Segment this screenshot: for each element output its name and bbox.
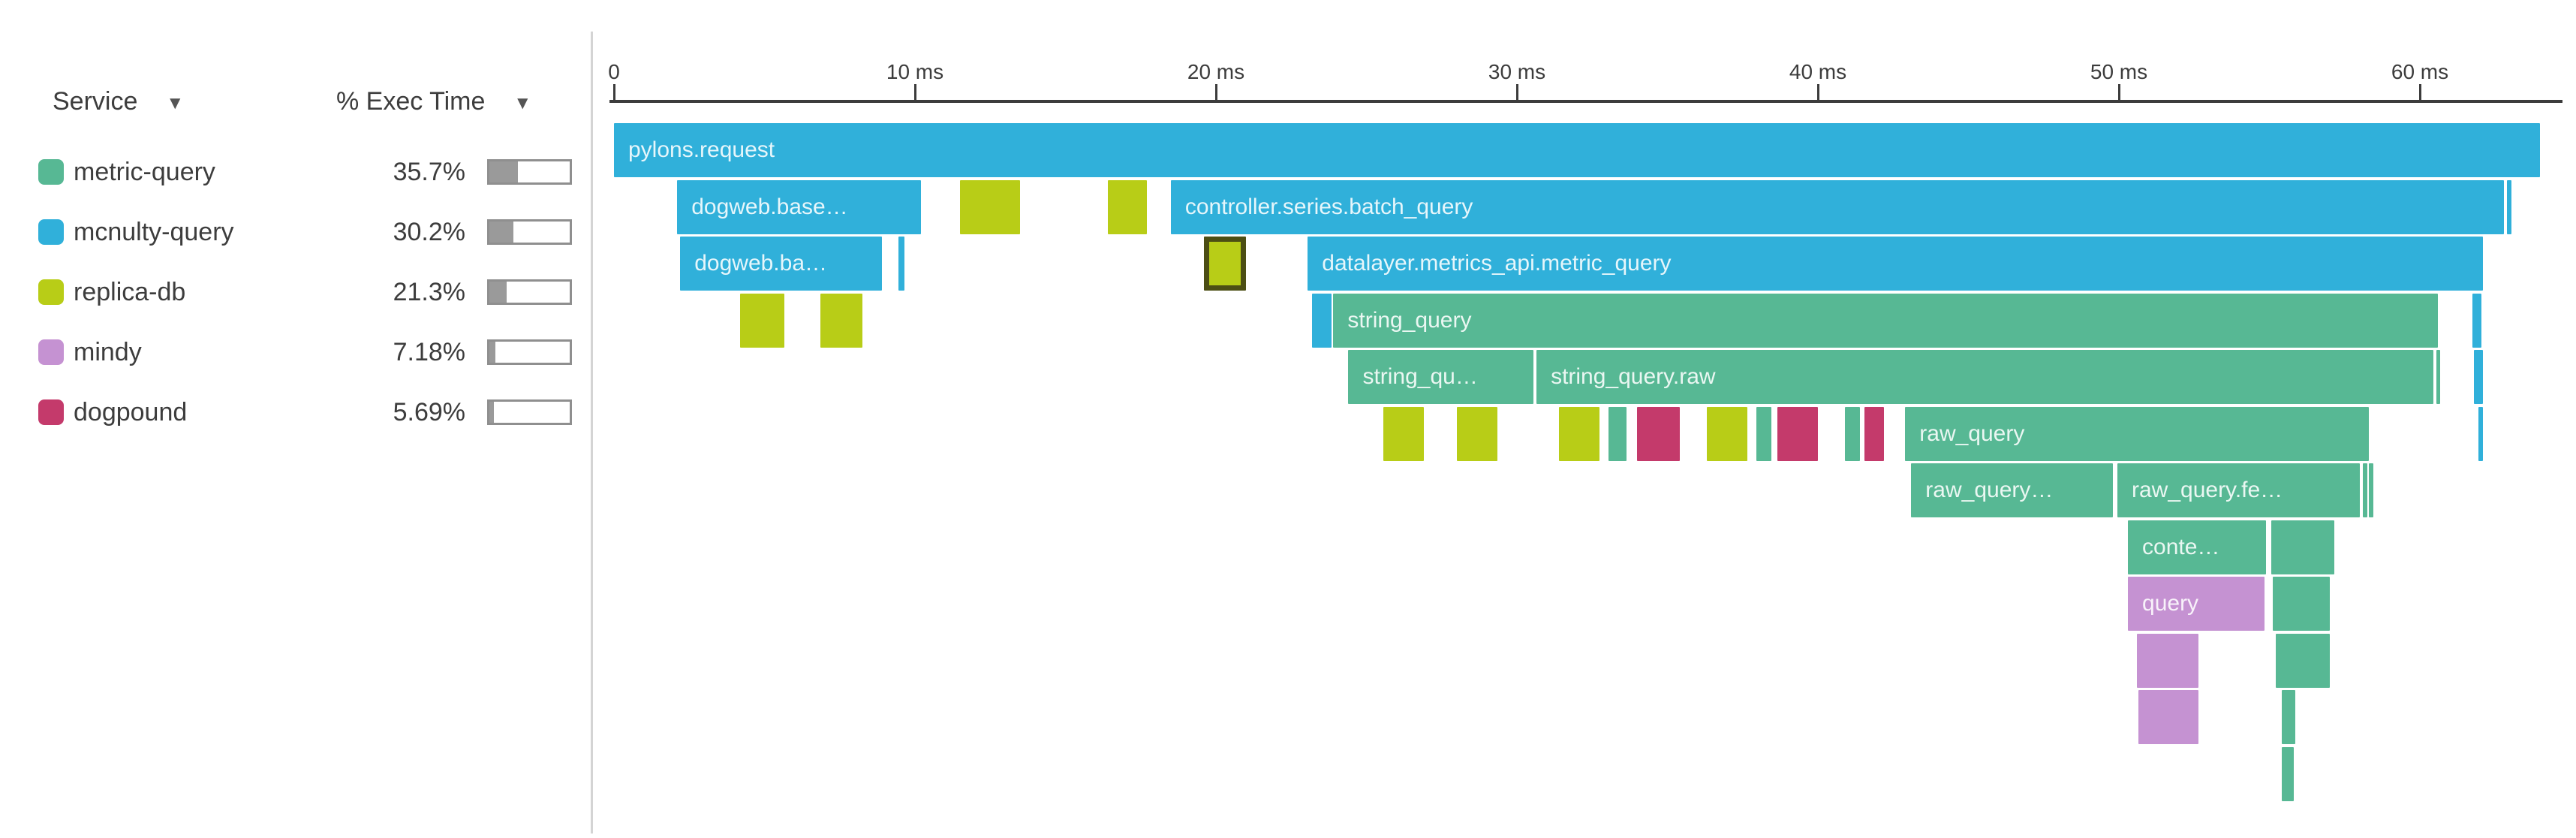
trace-span[interactable]: [1312, 293, 1332, 348]
service-column-label: Service: [53, 87, 138, 116]
exec-time-bar-fill: [489, 222, 514, 243]
trace-span[interactable]: raw_query.fe…: [2117, 463, 2360, 517]
service-name: replica-db: [74, 278, 186, 306]
trace-span[interactable]: [1777, 406, 1818, 461]
trace-span[interactable]: [1706, 406, 1747, 461]
trace-span[interactable]: [2281, 690, 2295, 744]
service-name: metric-query: [74, 158, 215, 186]
exec-time-bar: [487, 399, 572, 425]
axis-tick-label: 30 ms: [1488, 60, 1546, 83]
trace-span[interactable]: [1383, 406, 1424, 461]
trace-span[interactable]: [1107, 179, 1147, 234]
trace-span[interactable]: [820, 293, 862, 348]
service-column-header[interactable]: Service ▼: [53, 84, 184, 119]
exec-time-value: 7.18%: [393, 338, 465, 366]
service-name: mcnulty-query: [74, 218, 234, 246]
trace-span[interactable]: [2362, 463, 2367, 517]
trace-span[interactable]: string_query: [1333, 293, 2439, 348]
exec-time-bar-fill: [489, 402, 495, 423]
exec-time-bar: [487, 159, 572, 185]
axis-tick-mark: [914, 84, 916, 100]
trace-span[interactable]: [1845, 406, 1861, 461]
service-color-swatch: [38, 279, 64, 305]
sort-caret-icon: ▼: [166, 93, 185, 113]
time-axis-line: [609, 100, 2562, 103]
trace-span[interactable]: controller.series.batch_query: [1170, 179, 2505, 234]
trace-span[interactable]: [2138, 690, 2199, 744]
trace-span[interactable]: [2474, 350, 2484, 404]
trace-span[interactable]: [1456, 406, 1497, 461]
trace-span[interactable]: dogweb.ba…: [680, 237, 882, 291]
trace-span[interactable]: [1608, 406, 1627, 461]
service-row[interactable]: mcnulty-query 30.2%: [0, 218, 591, 251]
trace-span[interactable]: [2507, 179, 2512, 234]
service-color-swatch: [38, 339, 64, 365]
service-color-swatch: [38, 399, 64, 425]
axis-tick-mark: [613, 84, 615, 100]
trace-span[interactable]: [2281, 746, 2294, 801]
axis-tick-mark: [2118, 84, 2120, 100]
exec-time-column-header[interactable]: % Exec Time ▼: [336, 84, 531, 119]
trace-span[interactable]: [2271, 520, 2334, 574]
exec-time-bar-fill: [489, 161, 519, 182]
exec-time-bar: [487, 219, 572, 245]
sort-caret-icon: ▼: [513, 93, 532, 113]
axis-tick-label: 60 ms: [2391, 60, 2449, 83]
trace-span[interactable]: raw_query: [1905, 406, 2369, 461]
service-row[interactable]: dogpound 5.69%: [0, 398, 591, 431]
trace-span[interactable]: [1637, 406, 1680, 461]
axis-tick-mark: [1516, 84, 1518, 100]
trace-span[interactable]: [2368, 463, 2373, 517]
trace-span[interactable]: [1559, 406, 1600, 461]
trace-span[interactable]: [1756, 406, 1771, 461]
exec-time-column-label: % Exec Time: [336, 87, 486, 116]
axis-tick-mark: [1215, 84, 1217, 100]
trace-span[interactable]: string_query.raw: [1536, 350, 2434, 404]
panel-divider: [591, 32, 593, 833]
axis-tick-label: 20 ms: [1187, 60, 1245, 83]
trace-span[interactable]: [2478, 406, 2484, 461]
exec-time-value: 5.69%: [393, 398, 465, 427]
service-color-swatch: [38, 159, 64, 185]
trace-span[interactable]: [2275, 633, 2330, 688]
exec-time-bar-fill: [489, 282, 507, 303]
service-row[interactable]: metric-query 35.7%: [0, 158, 591, 191]
trace-span[interactable]: query: [2128, 577, 2265, 631]
trace-span[interactable]: pylons.request: [614, 123, 2541, 177]
trace-span[interactable]: [960, 179, 1021, 234]
axis-tick-label: 40 ms: [1789, 60, 1847, 83]
axis-tick-label: 50 ms: [2090, 60, 2148, 83]
axis-tick-mark: [1817, 84, 1819, 100]
exec-time-value: 30.2%: [393, 218, 465, 246]
trace-span[interactable]: [2472, 293, 2482, 348]
trace-span[interactable]: datalayer.metrics_api.metric_query: [1308, 237, 2484, 291]
trace-span[interactable]: string_qu…: [1348, 350, 1534, 404]
trace-span[interactable]: [2436, 350, 2441, 404]
exec-time-value: 21.3%: [393, 278, 465, 306]
trace-span[interactable]: [1864, 406, 1885, 461]
service-row[interactable]: mindy 7.18%: [0, 338, 591, 371]
trace-span[interactable]: conte…: [2128, 520, 2267, 574]
service-row[interactable]: replica-db 21.3%: [0, 278, 591, 311]
trace-span[interactable]: raw_query…: [1911, 463, 2113, 517]
trace-span[interactable]: dogweb.base…: [677, 179, 921, 234]
service-name: dogpound: [74, 398, 188, 427]
trace-span[interactable]: [2272, 577, 2330, 631]
exec-time-value: 35.7%: [393, 158, 465, 186]
trace-span[interactable]: [740, 293, 784, 348]
axis-tick-label: 0: [608, 60, 620, 83]
exec-time-bar: [487, 279, 572, 305]
trace-span[interactable]: [2137, 633, 2199, 688]
trace-span[interactable]: [1203, 237, 1247, 291]
service-color-swatch: [38, 219, 64, 245]
exec-time-bar: [487, 339, 572, 365]
exec-time-bar-fill: [489, 342, 495, 363]
axis-tick-label: 10 ms: [886, 60, 944, 83]
trace-span[interactable]: [898, 237, 904, 291]
axis-tick-mark: [2419, 84, 2421, 100]
service-name: mindy: [74, 338, 142, 366]
